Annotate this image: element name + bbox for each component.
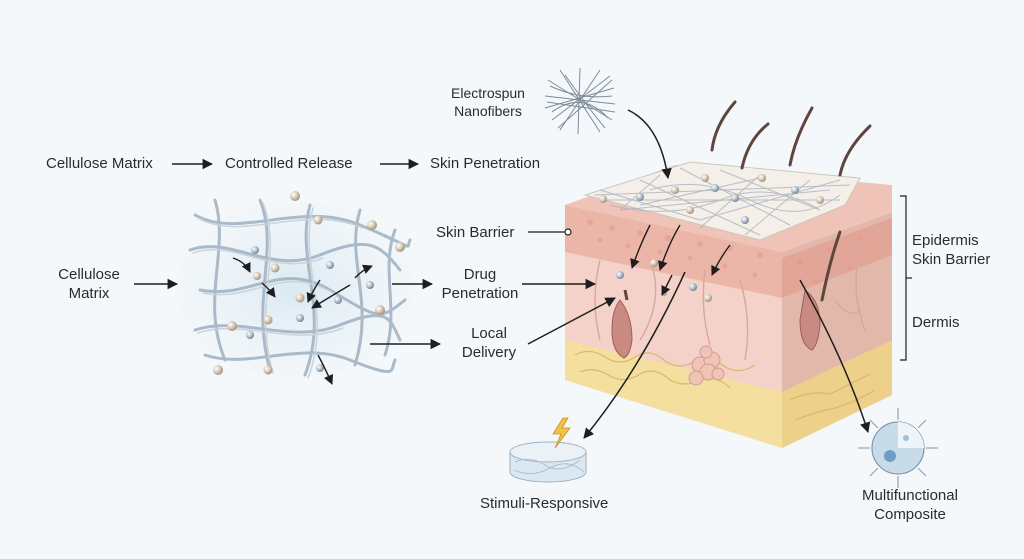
- label-dermis: Dermis: [912, 314, 960, 331]
- flow-label-controlled-release: Controlled Release: [225, 155, 353, 172]
- hydrogel-disc-icon: [509, 441, 587, 483]
- composite-particle-icon: [858, 408, 938, 488]
- flow-arrows: [134, 109, 871, 439]
- flow-label-skin-penetration: Skin Penetration: [430, 155, 541, 172]
- skin-cross-section: [565, 100, 892, 448]
- cellulose-matrix-illustration: [175, 191, 415, 385]
- label-skin-barrier: Skin Barrier: [436, 224, 515, 241]
- flow-label-cellulose-matrix: Cellulose Matrix: [46, 155, 153, 172]
- lightning-icon: [552, 417, 571, 449]
- label-stimuli-responsive: Stimuli-Responsive: [480, 495, 609, 512]
- nanofiber-swatch-icon: [544, 67, 616, 135]
